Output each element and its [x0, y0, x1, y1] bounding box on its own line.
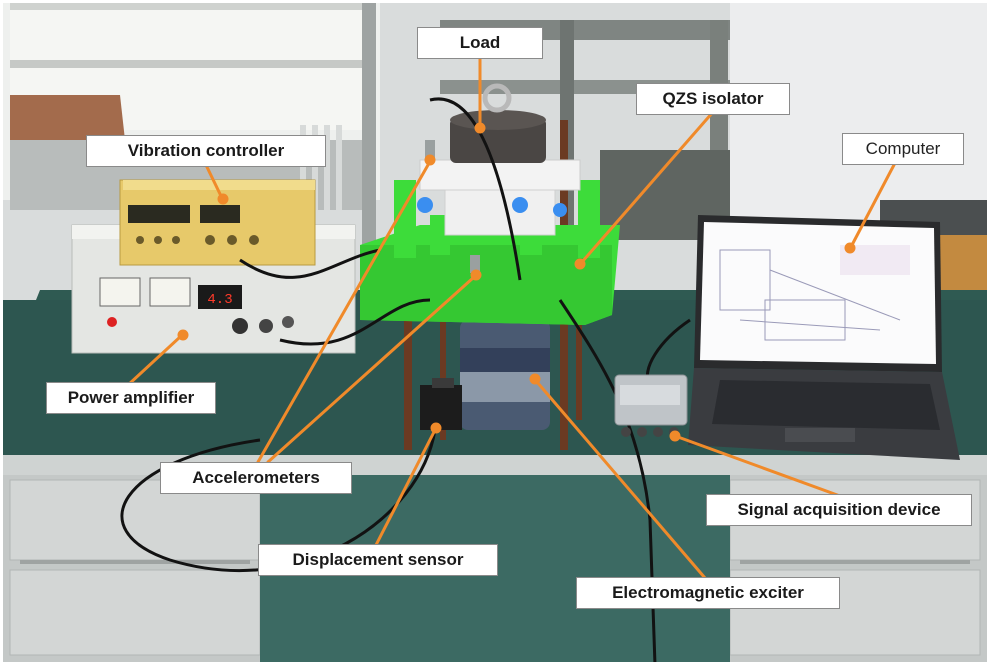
label-accelerometers: Accelerometers: [160, 462, 352, 494]
svg-text:4.3: 4.3: [207, 292, 232, 308]
label-load: Load: [417, 27, 543, 59]
label-vibration-controller: Vibration controller: [86, 135, 326, 167]
label-qzs-isolator: QZS isolator: [636, 83, 790, 115]
label-displacement-sensor: Displacement sensor: [258, 544, 498, 576]
label-power-amplifier: Power amplifier: [46, 382, 216, 414]
label-electromagnetic-exciter: Electromagnetic exciter: [576, 577, 840, 609]
label-signal-acquisition-device: Signal acquisition device: [706, 494, 972, 526]
label-computer: Computer: [842, 133, 964, 165]
